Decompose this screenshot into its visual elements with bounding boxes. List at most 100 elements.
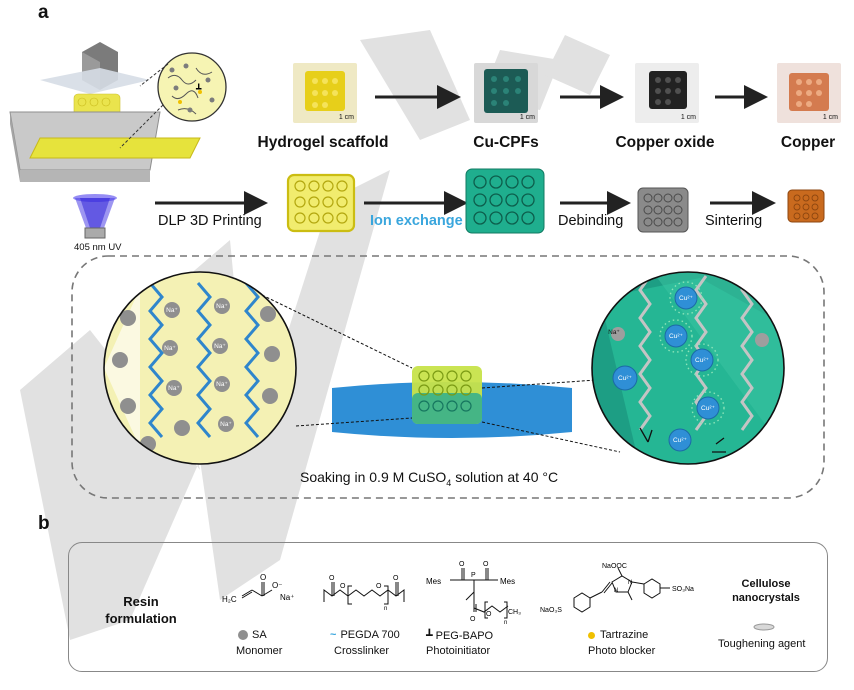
svg-text:N: N [614, 588, 618, 594]
resin-formulation-title: Resin formulation [96, 593, 186, 627]
svg-text:O: O [393, 575, 399, 582]
sa-name-text: SA [252, 629, 267, 641]
svg-text:O: O [340, 583, 346, 590]
soak-prefix: Soaking in 0.9 M CuSO [300, 469, 447, 485]
pegbapo-name-text: PEG-BAPO [435, 630, 494, 642]
step-label-printing: DLP 3D Printing [158, 213, 262, 229]
nanocrystal-icon [753, 623, 775, 631]
svg-text:O: O [470, 616, 476, 623]
copper-oxide-photo: 1 cm [635, 63, 699, 123]
stage-label-copper-oxide: Copper oxide [615, 134, 715, 151]
detail-dashed-box [71, 255, 825, 499]
svg-text:Na⁺: Na⁺ [214, 343, 226, 350]
resin [29, 137, 201, 159]
cucpf-lattice [465, 168, 545, 234]
title-line1: Resin [123, 594, 159, 609]
svg-text:CH₃: CH₃ [508, 609, 521, 616]
svg-text:Na⁺: Na⁺ [168, 385, 180, 392]
resin-formulation-box [68, 542, 828, 672]
photoinitiator-icon: ┻ [426, 630, 433, 642]
svg-text:Na⁺: Na⁺ [280, 593, 294, 602]
soaking-caption: Soaking in 0.9 M CuSO4 solution at 40 °C [300, 469, 558, 488]
svg-text:N: N [628, 580, 632, 586]
wavy-line-icon: ~ [330, 629, 337, 641]
soak-suffix: solution at 40 °C [451, 469, 559, 485]
panel-b-letter: b [38, 513, 50, 534]
svg-text:O: O [483, 561, 489, 568]
svg-text:O: O [329, 575, 335, 582]
svg-text:Cu²⁺: Cu²⁺ [669, 333, 683, 340]
oxide-lattice [637, 187, 689, 233]
svg-text:O: O [486, 611, 492, 618]
cnc-role: Toughening agent [718, 638, 806, 650]
tartrazine-naso3: NaO₃S [540, 607, 562, 614]
copper-photo: 1 cm [777, 63, 841, 123]
hydrogel-lattice [286, 173, 356, 233]
svg-text:Na⁺: Na⁺ [216, 381, 228, 388]
copper-lattice [787, 189, 825, 223]
cnc-name-line2: nanocrystals [732, 592, 800, 604]
gray-ball-icon [238, 630, 248, 641]
scale-bar-label: 1 cm [822, 114, 838, 121]
scale-bar-label: 1 cm [680, 114, 696, 121]
ion-exchange-detail: Na⁺ Na⁺ Na⁺ Na⁺ Na⁺ Na⁺ Na⁺ [71, 255, 825, 499]
svg-text:O: O [260, 573, 266, 582]
pegbapo-name: ┻PEG-BAPO [426, 629, 493, 642]
left-ion-label: Na⁺ [166, 307, 178, 314]
step-label-sintering: Sintering [705, 213, 763, 229]
dlp-printer-illustration: ┻ [9, 42, 227, 239]
cnc-name: Cellulose nanocrystals [724, 577, 808, 605]
stage-label-hydrogel: Hydrogel scaffold [257, 134, 389, 151]
step-label-debinding: Debinding [558, 213, 624, 229]
tartrazine-role: Photo blocker [588, 645, 656, 657]
pegda-name-text: PEGDA 700 [340, 629, 400, 641]
sa-name: SA [238, 629, 267, 641]
tartrazine-name-text: Tartrazine [600, 629, 649, 641]
svg-text:Na⁺: Na⁺ [216, 303, 228, 310]
svg-text:P: P [471, 572, 476, 579]
pegbapo-role: Photoinitiator [426, 645, 491, 657]
cu-cpf-photo: 1 cm [474, 63, 538, 123]
tartrazine-structure: NaOOC NaO₃S SO₃Na N N [540, 563, 694, 614]
svg-text:Cu²⁺: Cu²⁺ [695, 357, 709, 364]
right-ion-label: Cu²⁺ [679, 295, 693, 302]
pegbapo-structure: OPO OO Mes Mes CH₃ n [426, 561, 521, 626]
scale-bar-label: 1 cm [519, 114, 535, 121]
mes-right: Mes [500, 577, 515, 586]
sa-role: Monomer [236, 645, 283, 657]
tartrazine-so3na: SO₃Na [672, 586, 694, 593]
sa-structure: H₂C O⁻ Na⁺ O [222, 573, 294, 604]
svg-text:O: O [459, 561, 465, 568]
mes-left: Mes [426, 577, 441, 586]
pegda-name: ~PEGDA 700 [330, 629, 400, 641]
step-label-ion-exchange: Ion exchange [370, 213, 463, 229]
cnc-name-line1: Cellulose [741, 578, 791, 590]
resin-zoom-circle [157, 52, 227, 122]
tartrazine-naooc: NaOOC [602, 563, 627, 570]
svg-text:Cu²⁺: Cu²⁺ [618, 375, 632, 382]
svg-text:O⁻: O⁻ [272, 581, 282, 590]
process-arrows [155, 85, 825, 234]
svg-text:O: O [376, 583, 382, 590]
right-na-label: Na⁺ [608, 329, 620, 336]
soak-subscript: 4 [446, 477, 452, 488]
uv-lamp [84, 227, 106, 239]
svg-text:n: n [384, 606, 387, 612]
pegda-role: Crosslinker [334, 645, 390, 657]
title-line2: formulation [105, 611, 177, 626]
svg-text:Na⁺: Na⁺ [164, 345, 176, 352]
svg-text:H₂C: H₂C [222, 595, 237, 604]
build-plate [40, 68, 150, 94]
hydrogel-photo: 1 cm [293, 63, 357, 123]
stage-label-copper: Copper [780, 134, 836, 151]
svg-text:Na⁺: Na⁺ [220, 421, 232, 428]
uv-label: 405 nm UV [74, 242, 122, 253]
svg-text:n: n [504, 620, 507, 626]
stage-label-cucpf: Cu-CPFs [473, 134, 539, 151]
svg-text:Cu²⁺: Cu²⁺ [701, 405, 715, 412]
scale-bar-label: 1 cm [338, 114, 354, 121]
soaking-lattice [412, 366, 482, 424]
svg-text:Cu²⁺: Cu²⁺ [673, 437, 687, 444]
svg-text:┻: ┻ [195, 83, 202, 94]
